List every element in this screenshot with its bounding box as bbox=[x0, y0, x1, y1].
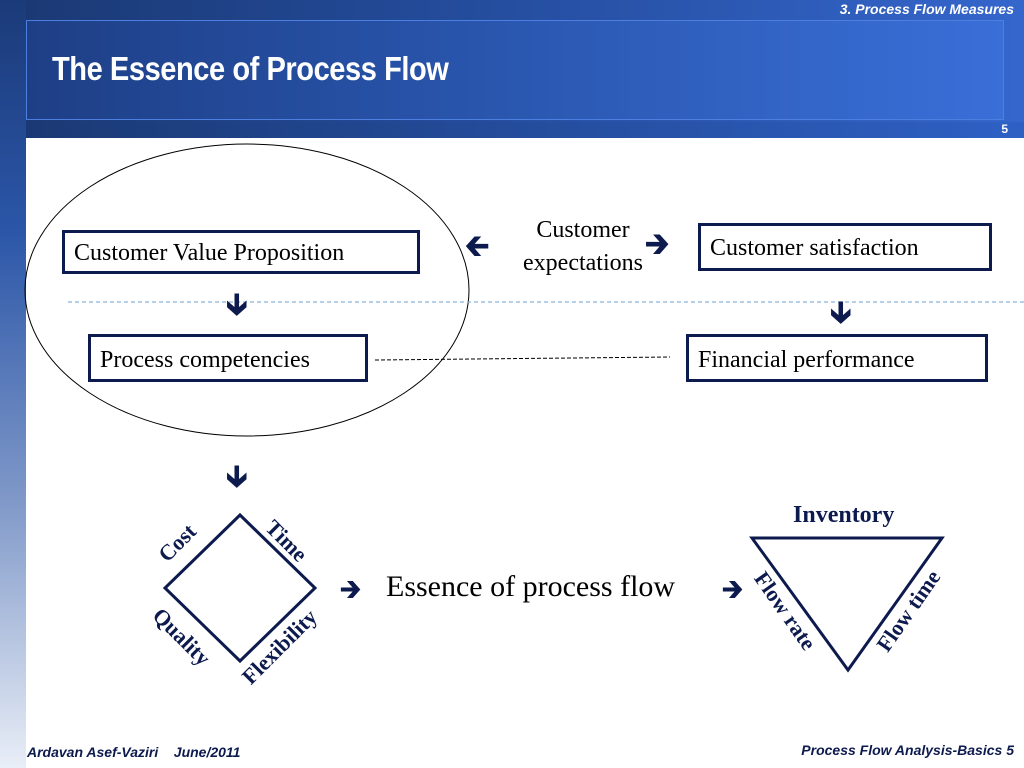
performance-diamond bbox=[162, 512, 318, 664]
flow-triangle bbox=[749, 536, 945, 673]
customer-value-proposition-box: Customer Value Proposition bbox=[62, 230, 420, 274]
customer-expectations-label: Customer expectations bbox=[498, 214, 668, 280]
page-number-top: 5 bbox=[1001, 122, 1008, 136]
essence-label: Essence of process flow bbox=[386, 570, 676, 603]
arrow-down-icon: 🡳 bbox=[830, 295, 852, 330]
focus-ellipse bbox=[24, 143, 470, 437]
footer-page-number: 5 bbox=[1006, 742, 1014, 758]
footer-course-title: Process Flow Analysis-Basics bbox=[801, 742, 1003, 758]
arrow-right-icon: 🡲 bbox=[340, 575, 362, 605]
arrow-down-icon: 🡳 bbox=[226, 459, 248, 494]
footer-author: Ardavan Asef-Vaziri bbox=[27, 744, 159, 760]
footer-date: June/2011 bbox=[173, 744, 241, 760]
arrow-left-icon: 🡰 bbox=[465, 229, 490, 264]
arrow-down-icon: 🡳 bbox=[226, 287, 248, 322]
slide-title: The Essence of Process Flow bbox=[52, 50, 449, 87]
inventory-label: Inventory bbox=[793, 502, 895, 528]
arrow-right-icon: 🡲 bbox=[645, 227, 670, 262]
customer-satisfaction-box: Customer satisfaction bbox=[698, 223, 992, 271]
arrow-right-icon: 🡲 bbox=[722, 575, 744, 605]
section-label: 3. Process Flow Measures bbox=[839, 1, 1014, 17]
left-gradient-strip bbox=[0, 0, 26, 768]
financial-performance-box: Financial performance bbox=[686, 334, 988, 382]
process-competencies-box: Process competencies bbox=[88, 334, 368, 382]
footer-course: Process Flow Analysis-Basics 5 bbox=[801, 742, 1014, 758]
dashed-connector bbox=[374, 356, 671, 361]
title-panel bbox=[26, 20, 1004, 120]
header-band bbox=[0, 122, 1024, 138]
footer-author-date: Ardavan Asef-Vaziri June/2011 bbox=[27, 744, 240, 760]
customer-expectations-line1: Customer bbox=[536, 217, 630, 243]
customer-expectations-line2: expectations bbox=[523, 250, 643, 276]
header-bar bbox=[0, 0, 1024, 122]
